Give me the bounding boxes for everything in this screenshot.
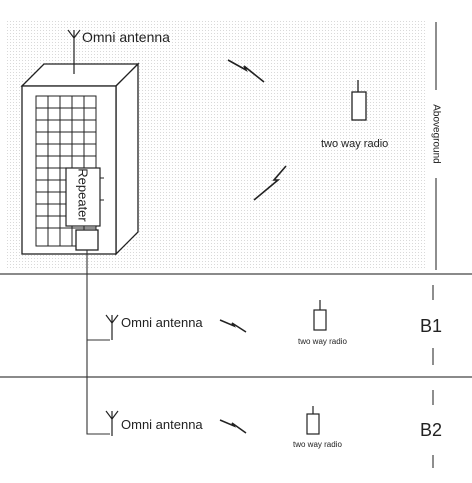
b1-level-label: B1 xyxy=(420,316,443,336)
radio-icon-top xyxy=(351,80,367,121)
b1-antenna-icon xyxy=(105,314,119,340)
top-radio-label: two way radio xyxy=(321,138,389,150)
b2-radio-label: two way radio xyxy=(293,440,342,449)
b2-level-label: B2 xyxy=(420,420,443,440)
lightning-icon-b1 xyxy=(219,319,247,333)
lightning-icon-b2 xyxy=(219,419,247,434)
b1-antenna-label: Omni antenna xyxy=(121,315,203,330)
radio-icon-b1 xyxy=(313,300,327,331)
building-icon xyxy=(20,62,140,256)
b2-antenna-icon xyxy=(105,410,119,436)
top-antenna-icon xyxy=(67,29,81,74)
repeater-label: Repeater xyxy=(75,168,91,222)
b1-radio-label: two way radio xyxy=(298,337,347,346)
feeder-cable xyxy=(86,250,110,435)
top-antenna-label: Omni antenna xyxy=(82,29,170,45)
aboveground-label: Aboveground xyxy=(430,104,442,164)
radio-icon-b2 xyxy=(306,406,320,435)
lightning-icon-top-1 xyxy=(227,59,265,83)
b2-antenna-label: Omni antenna xyxy=(121,417,203,432)
lightning-icon-top-2 xyxy=(253,165,287,201)
